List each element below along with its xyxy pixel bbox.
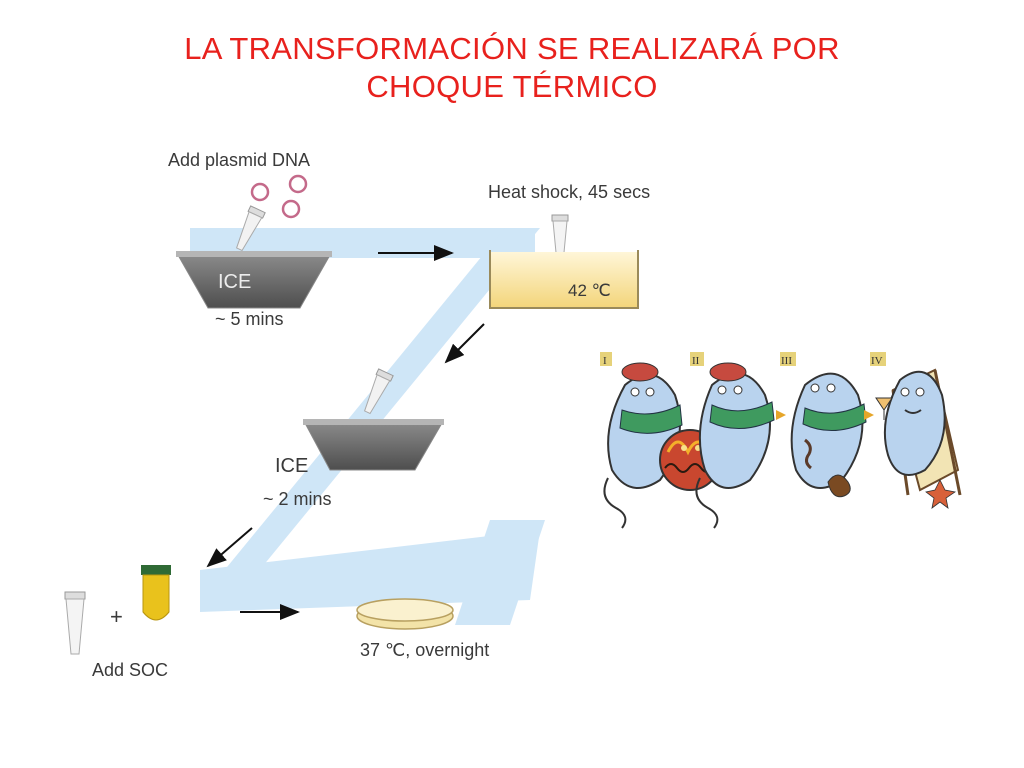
ice-bowl-1 [176,251,332,309]
slide-title-line2: CHOQUE TÉRMICO [366,69,658,104]
panel-label-i: I [600,352,612,367]
panel-label-iii: III [780,352,796,367]
soc-tube [141,565,171,621]
svg-text:III: III [781,355,792,367]
tube-icon-3 [363,368,394,415]
svg-text:I: I [603,355,607,367]
heat-shock-label: Heat shock, 45 secs [488,182,650,202]
bacterium-sick-2 [695,362,775,529]
arrow-panel-2-3 [776,410,786,420]
water-bath [489,250,639,309]
ice-time-label-1: ~ 5 mins [215,309,284,329]
slide-title-line1: LA TRANSFORMACIÓN SE REALIZARÁ POR [184,31,840,66]
arrow-to-ice-2 [444,323,485,364]
add-soc-label: Add SOC [92,660,168,680]
ice-bowl-2 [303,419,444,471]
svg-text:IV: IV [871,355,883,367]
arrow-to-add-soc [206,527,253,568]
bath-temp-label: 42 ℃ [568,281,611,300]
petri-dish [356,598,454,630]
ice-label-1: ICE [218,271,251,293]
ice-label-2: ICE [275,455,308,477]
ice-time-label-2: ~ 2 mins [263,489,332,509]
z-band [190,228,545,625]
plasmid-circles [250,174,308,219]
incubation-label: 37 ℃, overnight [360,640,489,660]
panel-label-iv: IV [870,352,886,367]
add-plasmid-label: Add plasmid DNA [168,150,310,170]
panel-label-ii: II [690,352,704,367]
arrow-panel-3-4 [864,410,874,420]
bacterium-relaxing [875,368,962,509]
bacteria-cartoon: I II III IV [600,352,962,529]
starfish-icon [925,479,957,509]
slide-title: LA TRANSFORMACIÓN SE REALIZARÁ POR CHOQU… [0,30,1024,106]
bacterium-recovering [790,372,867,498]
tube-icon-1 [235,205,266,252]
tube-icon-4 [64,591,86,655]
plus-sign: + [110,604,123,629]
svg-text:II: II [692,355,700,367]
